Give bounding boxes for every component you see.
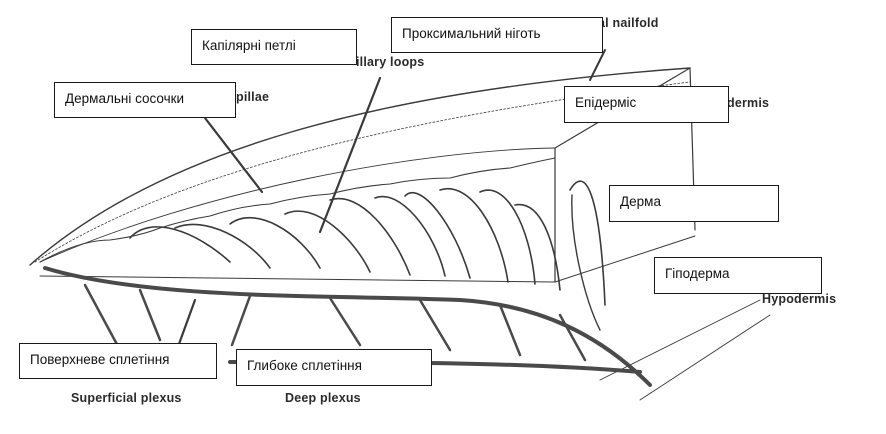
capillary-loop	[515, 205, 560, 290]
original-label-epidermis: dermis	[727, 96, 769, 110]
original-label-hypodermis: Hypodermis	[762, 292, 836, 306]
vessel-branch	[140, 290, 160, 340]
hypodermis-edge-1	[600, 300, 760, 380]
dermal-papillae-border	[40, 158, 555, 262]
vessel-branch	[232, 296, 250, 345]
vessel-branch	[85, 285, 120, 350]
original-label-capillary-loops: illary loops	[356, 55, 424, 69]
original-label-papillae: pillae	[236, 90, 269, 104]
epidermis-inner-line	[40, 148, 555, 262]
label-capillary-loops: Капілярні петлі	[191, 29, 357, 65]
original-label-superficial-plexus: Superficial plexus	[71, 391, 182, 405]
label-proximal-nailfold: Проксимальний ніготь	[391, 17, 603, 53]
leader-capillary-loops	[320, 78, 380, 232]
vessel-branch	[420, 300, 450, 350]
label-epidermis: Епідерміс	[564, 86, 729, 123]
original-label-deep-plexus: Deep plexus	[285, 391, 361, 405]
label-hypodermis: Гіподерма	[654, 257, 822, 294]
vessel-branch	[330, 298, 360, 345]
label-dermis: Дерма	[609, 185, 779, 222]
leader-dermal-papillae	[205, 118, 262, 192]
block-bottom-edge	[40, 236, 695, 282]
capillary-loop	[405, 193, 470, 278]
original-label-nailfold: al nailfold	[598, 16, 659, 30]
label-deep-plexus: Глибоке сплетіння	[236, 349, 432, 386]
capillary-loop	[175, 224, 270, 268]
vessel-branch	[500, 305, 520, 355]
capillary-loop	[130, 227, 230, 262]
capillary-loop	[480, 190, 535, 284]
capillary-loop	[440, 189, 508, 282]
capillary-loop	[285, 211, 370, 272]
capillary-loop	[330, 199, 410, 275]
label-dermal-papillae: Дермальні сосочки	[54, 82, 236, 118]
label-superficial-plexus: Поверхневе сплетіння	[19, 343, 217, 379]
vessel-branch	[560, 315, 585, 360]
